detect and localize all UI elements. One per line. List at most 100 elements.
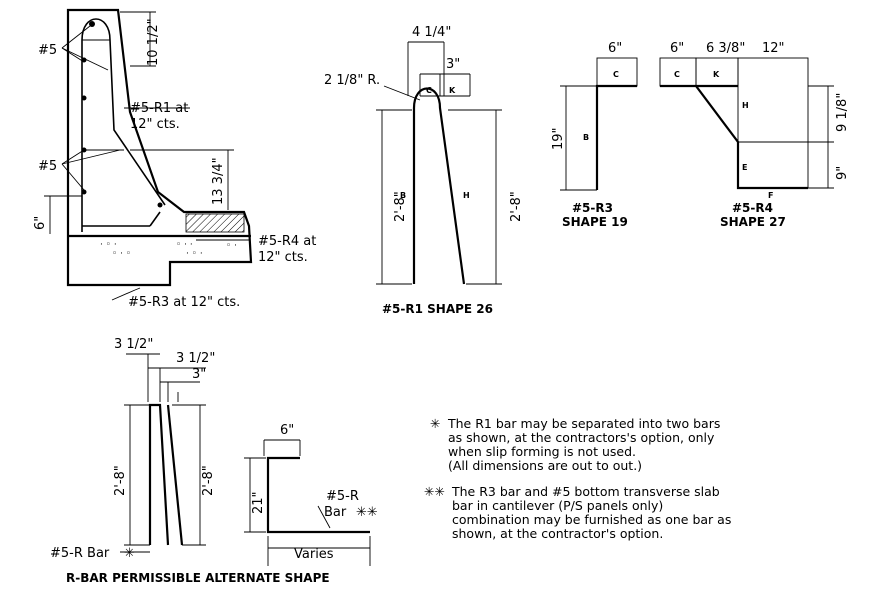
shape-19: 6" C B 19" #5-R3 SHAPE 19: [551, 41, 638, 229]
dim-6: 6": [608, 41, 622, 56]
barrier-section: · ◦ · ◦ · ◦ ◦ · · · ◦ · ◦ · #5 #5 #5-R1 …: [33, 8, 316, 310]
leader: [61, 47, 85, 63]
svg-text:· ◦ ·: · ◦ ·: [100, 240, 117, 250]
note2-line: shown, at the contractor's option.: [452, 526, 663, 541]
dim-6: 6": [33, 216, 48, 230]
leader: [61, 25, 91, 49]
dim-2-8-left: 2'-8": [113, 465, 128, 496]
label-5-mid: #5: [38, 159, 57, 174]
seg-f: F: [768, 191, 773, 200]
dim-13-3-4: 13 3/4": [211, 157, 226, 205]
dim-3-1-2-a: 3 1/2": [114, 337, 153, 352]
double-asterisk-icon: ✳✳: [356, 505, 378, 520]
rbar-label: #5-R Bar: [50, 546, 110, 561]
rbar-alternate: 3 1/2" 3 1/2" 3" 2'-8" 2'-8" #5-R Bar ✳ …: [50, 337, 330, 585]
varies-label: Varies: [294, 547, 334, 562]
seg-k: K: [449, 86, 456, 95]
rbar-left: [148, 403, 170, 546]
caption-rbar: R-BAR PERMISSIBLE ALTERNATE SHAPE: [66, 571, 330, 585]
seg-c: C: [674, 70, 680, 79]
rbar-right: [166, 404, 184, 546]
leader: [317, 505, 331, 529]
svg-text:◦ · ◦: ◦ · ◦: [112, 249, 131, 259]
label-5-top: #5: [38, 43, 57, 58]
seg-box: [737, 57, 809, 189]
r-shape: 6" 21" #5-R Bar ✳✳ Varies: [244, 423, 378, 566]
note2-line: bar in cantilever (P/S panels only): [452, 498, 663, 513]
note1-asterisk-icon: ✳: [430, 416, 440, 431]
leader: [134, 287, 141, 291]
caption-shape-26: #5-R1 SHAPE 26: [382, 302, 493, 316]
r3-bar-hook: [149, 211, 161, 227]
dim-3: 3": [446, 57, 460, 72]
overlay-hatch: [185, 213, 245, 233]
seg-c: C: [613, 70, 619, 79]
r1-shape-26: [412, 87, 466, 285]
bar-dot: [81, 189, 87, 195]
dim-4-1-4: 4 1/4": [412, 25, 451, 40]
dim-21: 21": [251, 491, 266, 514]
note2-line: The R3 bar and #5 bottom transverse slab: [451, 484, 720, 499]
r4-shape-27: [660, 84, 808, 190]
dim-6: 6": [280, 423, 294, 438]
dim-9: 9": [835, 166, 850, 180]
dim-19: 19": [551, 127, 566, 150]
leader: [61, 149, 121, 165]
bar-dot: [81, 95, 87, 101]
leader: [61, 149, 85, 165]
dim-3-1-2-b: 3 1/2": [176, 351, 215, 366]
concrete-stipple: · ◦ · ◦ · ◦ ◦ · · · ◦ · ◦ ·: [100, 240, 237, 259]
r-bar-label-2: Bar: [324, 505, 347, 520]
caption-r4: #5-R4: [732, 201, 773, 215]
note1-line: The R1 bar may be separated into two bar…: [447, 416, 720, 431]
barrier-outline: [66, 8, 253, 287]
dim-2-8-left: 2'-8": [393, 191, 408, 222]
dim-2-8-right: 2'-8": [201, 465, 216, 496]
seg-k: K: [713, 70, 720, 79]
shape-26: 4 1/4" 3" 2 1/8" R. C K B H 2'-8" 2'-8" …: [324, 25, 524, 316]
dim-6: 6": [670, 41, 684, 56]
label-r3: #5-R3 at 12" cts.: [128, 295, 240, 310]
seg-c: C: [426, 86, 432, 95]
label-r1-line1: #5-R1 at: [130, 101, 188, 116]
r3-shape-19: [595, 84, 637, 190]
dim-12: 12": [762, 41, 785, 56]
caption-shape-27: SHAPE 27: [720, 215, 786, 229]
label-r4-line1: #5-R4 at: [258, 234, 316, 249]
dim-3: 3": [192, 367, 206, 382]
seg-h: H: [463, 191, 470, 200]
label-r1-line2: 12" cts.: [130, 117, 180, 132]
note2-line: combination may be furnished as one bar …: [452, 512, 731, 527]
note1-line: as shown, at the contractors's option, o…: [448, 430, 715, 445]
leader: [61, 163, 85, 191]
r-bar-label-1: #5-R: [326, 489, 359, 504]
svg-text:◦ · ·: ◦ · ·: [176, 240, 193, 250]
seg-b: B: [583, 133, 589, 142]
label-r4-line2: 12" cts.: [258, 250, 308, 265]
dim-9-1-8: 9 1/8": [835, 93, 850, 132]
leader: [111, 289, 136, 301]
dim-6-3-8: 6 3/8": [706, 41, 745, 56]
note1-line: (All dimensions are out to out.): [448, 458, 642, 473]
bar-dot: [89, 21, 95, 27]
svg-text:◦ ·: ◦ ·: [226, 241, 237, 251]
caption-r3: #5-R3: [572, 201, 613, 215]
seg-c-box: [596, 57, 638, 87]
dim-10-1-2: 10 1/2": [146, 18, 161, 66]
caption-shape-19: SHAPE 19: [562, 215, 628, 229]
leader: [61, 47, 109, 71]
leader: [383, 85, 421, 101]
seg-b: B: [400, 191, 406, 200]
dim-radius: 2 1/8" R.: [324, 73, 380, 88]
svg-text:· ◦ ·: · ◦ ·: [186, 249, 203, 259]
asterisk-icon: ✳: [124, 546, 135, 561]
seg-h: H: [742, 101, 749, 110]
bar-dot: [157, 202, 163, 208]
r-bar-shape: [266, 456, 370, 534]
dim-2-8-right: 2'-8": [509, 191, 524, 222]
note1-line: when slip forming is not used.: [448, 444, 636, 459]
note2-asterisk-icon: ✳✳: [424, 484, 445, 499]
notes: ✳ The R1 bar may be separated into two b…: [424, 416, 731, 541]
seg-e: E: [742, 163, 747, 172]
